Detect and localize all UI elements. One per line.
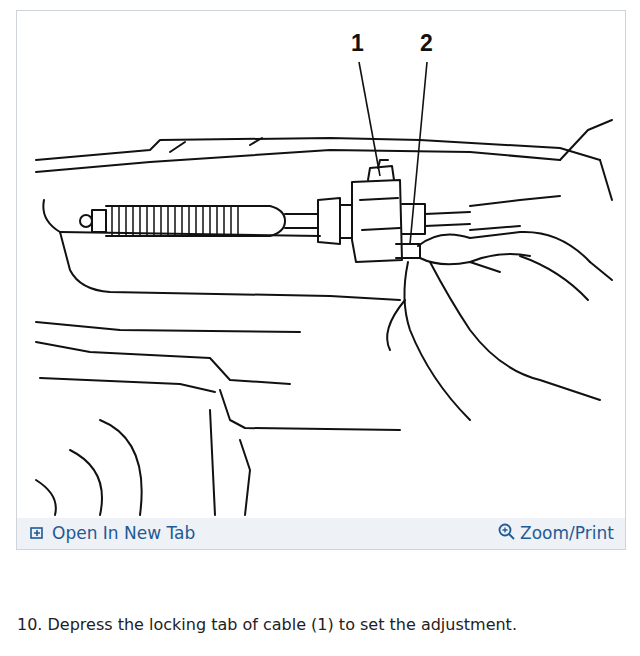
callout-number: 2 [420, 30, 433, 57]
toolbar-bar [17, 518, 625, 549]
zoom-icon [500, 525, 515, 540]
callout-number: 1 [351, 30, 364, 57]
toolbar-link: Zoom/Print [520, 523, 614, 543]
new-tab-icon [31, 528, 42, 538]
leader-lines [359, 62, 427, 244]
figure-frame [17, 11, 626, 550]
line-art [36, 120, 612, 515]
toolbar-link: Open In New Tab [52, 523, 195, 543]
step-text: 10. Depress the locking tab of cable (1)… [17, 615, 517, 634]
